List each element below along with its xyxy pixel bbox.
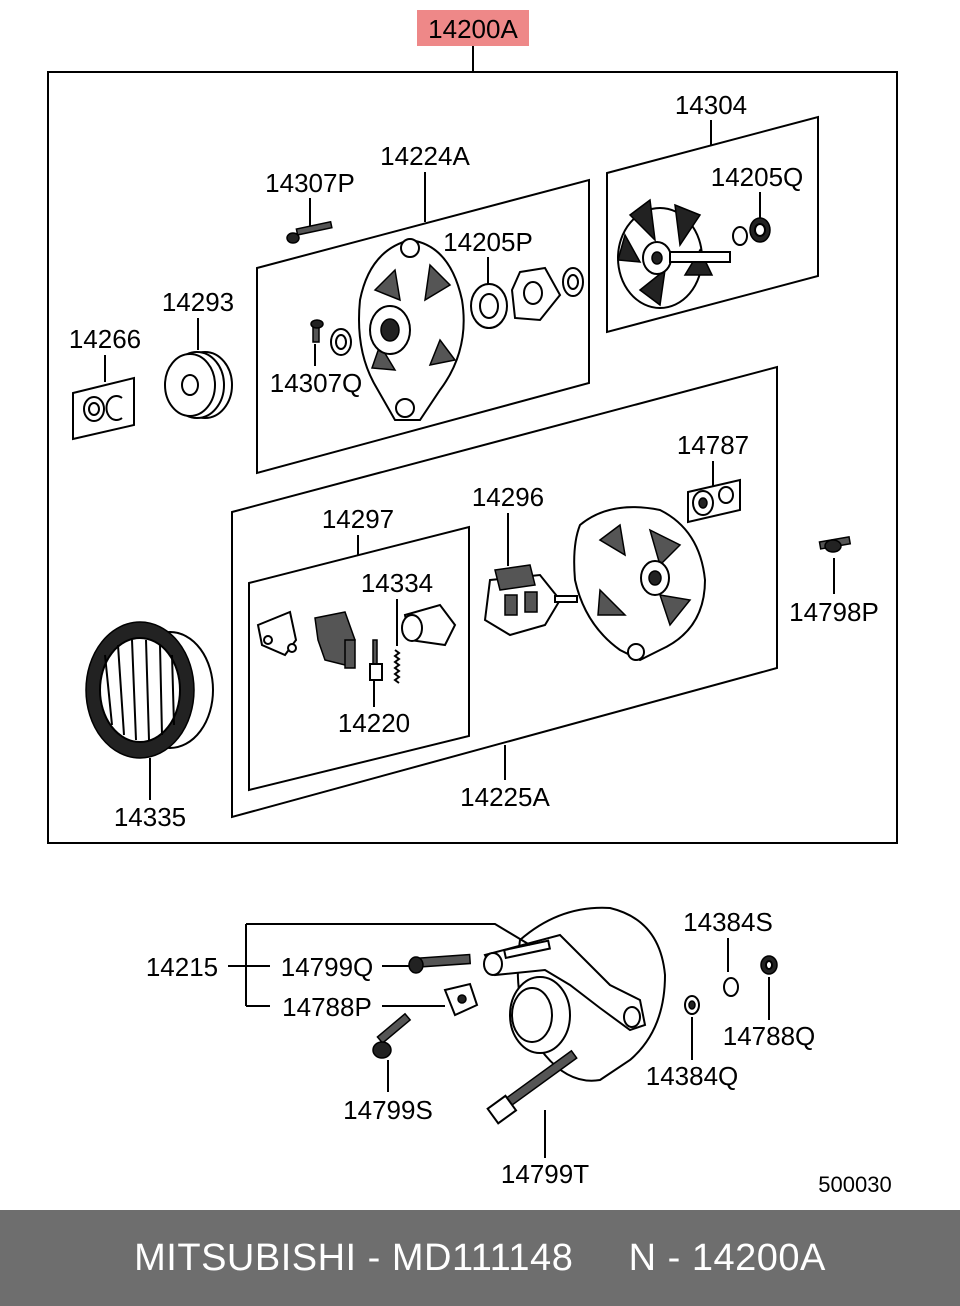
label-14788Q[interactable]: 14788Q: [723, 1021, 816, 1051]
label-14798P[interactable]: 14798P: [789, 597, 879, 627]
label-14384S[interactable]: 14384S: [683, 907, 773, 937]
label-14220[interactable]: 14220: [338, 708, 410, 738]
label-14307Q[interactable]: 14307Q: [270, 368, 363, 398]
label-14225A[interactable]: 14225A: [460, 782, 550, 812]
label-14297[interactable]: 14297: [322, 504, 394, 534]
frame-14787: [687, 478, 741, 524]
label-14334[interactable]: 14334: [361, 568, 433, 598]
rotor-part: [617, 198, 731, 309]
assembly-code-label[interactable]: 14200A: [428, 14, 518, 44]
rear-bracket-part: [573, 506, 707, 662]
front-bearing-part: [470, 266, 584, 329]
nut-washer-14266-part: [83, 395, 123, 422]
stator-part: [85, 621, 214, 759]
front-bracket-part: [358, 238, 465, 421]
footer-part-info: MITSUBISHI - MD111148 N - 14200A: [134, 1236, 826, 1279]
label-14293[interactable]: 14293: [162, 287, 234, 317]
bolt-14307P-part: [286, 220, 333, 244]
label-14799Q[interactable]: 14799Q: [281, 952, 374, 982]
label-14307P[interactable]: 14307P: [265, 168, 355, 198]
label-14224A[interactable]: 14224A: [380, 141, 470, 171]
bolt-14799S-part: [372, 1012, 412, 1059]
alternator-mounting-part: [483, 906, 667, 1082]
bolt-14799Q-part: [408, 953, 472, 974]
assembly-frame: [47, 71, 898, 844]
parts-diagram: 14200A 14304 14205Q 14224A 14307P 14205P: [47, 10, 898, 1197]
label-14799S[interactable]: 14799S: [343, 1095, 433, 1125]
footer-bar: MITSUBISHI - MD111148 N - 14200A: [0, 1210, 960, 1306]
washer-14384Q-part: [684, 995, 700, 1015]
rear-bearing-part: [732, 217, 771, 246]
pulley-part: [164, 351, 233, 419]
label-14335[interactable]: 14335: [114, 802, 186, 832]
terminal-bolt-part: [818, 535, 852, 553]
regulator-part: [256, 603, 457, 684]
label-14266[interactable]: 14266: [69, 324, 141, 354]
rear-bracket-frame: [231, 365, 778, 819]
label-14304[interactable]: 14304: [675, 90, 747, 120]
label-14205P[interactable]: 14205P: [443, 227, 533, 257]
label-14788P[interactable]: 14788P: [282, 992, 372, 1022]
screw-14307Q-part: [310, 319, 352, 356]
rectifier-part: [483, 564, 578, 637]
rotor-group-frame: [606, 115, 819, 334]
bolt-14799T-part: [486, 1049, 578, 1125]
frame-14266: [72, 376, 135, 441]
regulator-group-frame: [248, 525, 470, 792]
diagram-number: 500030: [818, 1172, 891, 1197]
front-bracket-frame: [256, 178, 590, 475]
label-14799T[interactable]: 14799T: [501, 1159, 589, 1189]
spring-washer-part: [723, 977, 739, 997]
label-14384Q[interactable]: 14384Q: [646, 1061, 739, 1091]
label-14215[interactable]: 14215: [146, 952, 218, 982]
label-14787[interactable]: 14787: [677, 430, 749, 460]
insulator-14787-part: [692, 486, 734, 516]
assembly-code-highlight: [417, 10, 529, 46]
label-14296[interactable]: 14296: [472, 482, 544, 512]
nut-14788P-part: [443, 982, 479, 1017]
label-14205Q[interactable]: 14205Q: [711, 162, 804, 192]
bracket-14215-top: [246, 923, 531, 946]
nut-14788Q-part: [760, 955, 778, 975]
